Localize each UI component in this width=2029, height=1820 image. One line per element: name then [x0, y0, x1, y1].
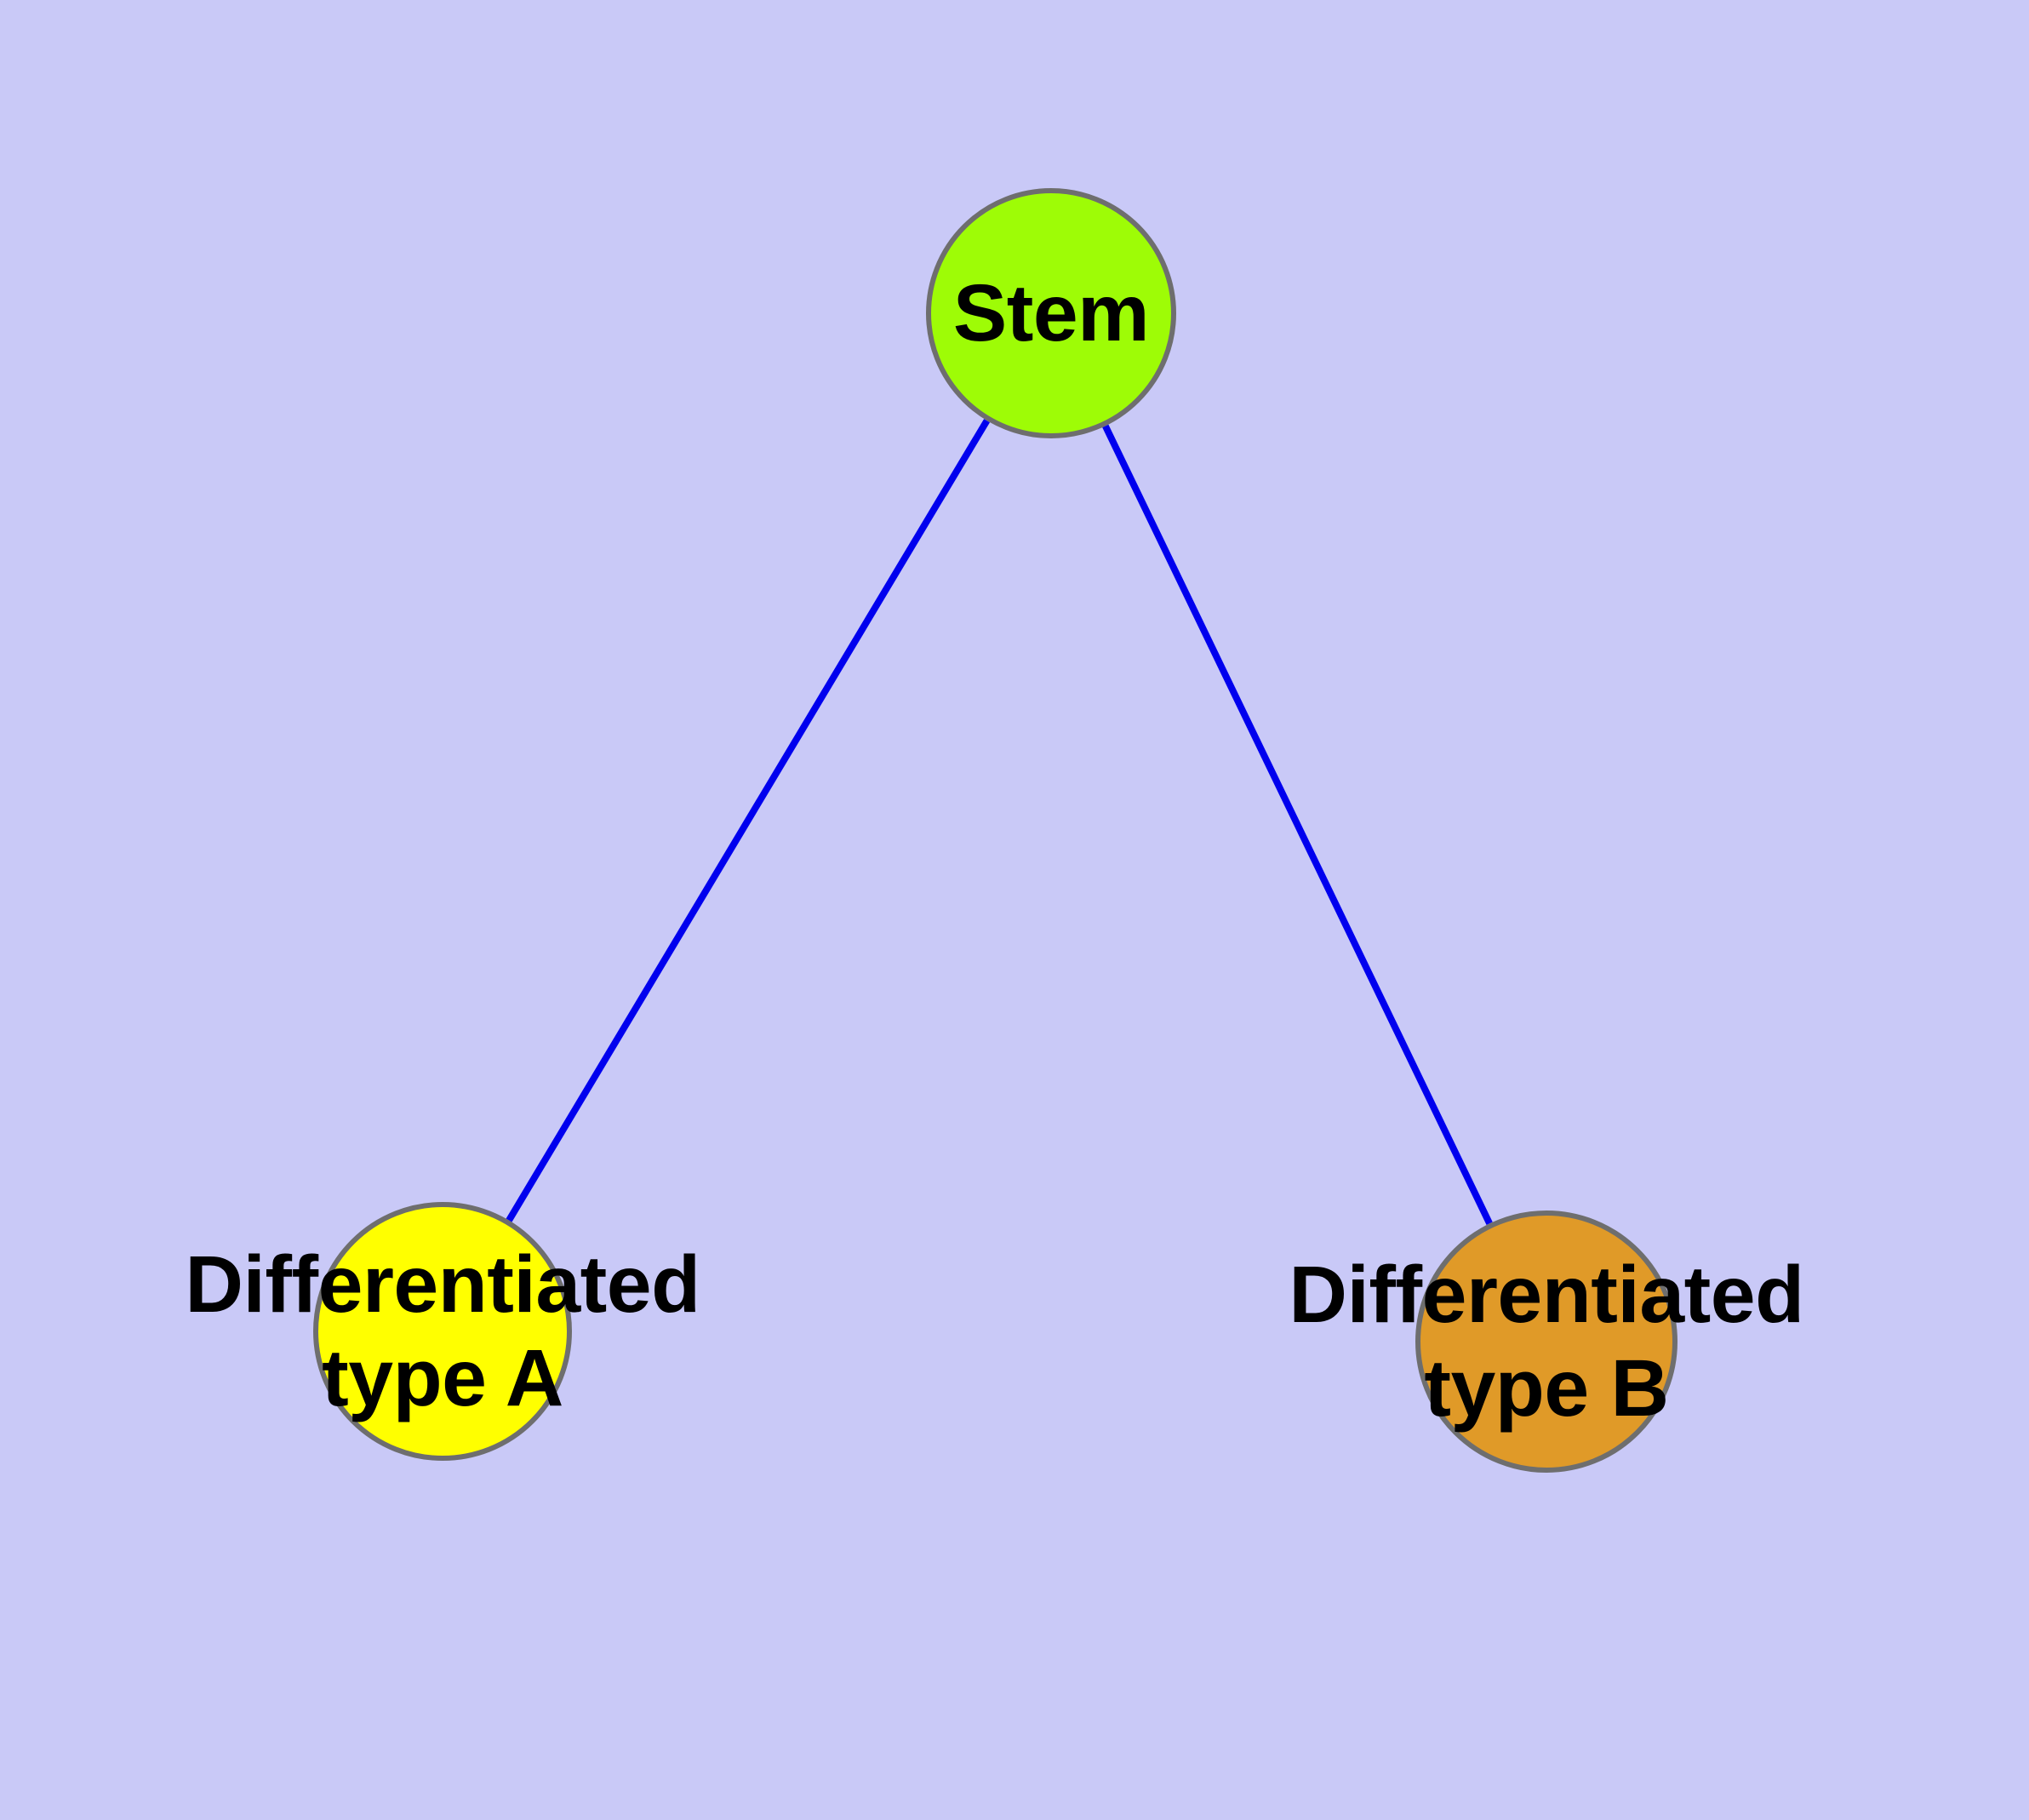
node-layer [313, 188, 1677, 1473]
edge-stem-to-differentiated-type-a[interactable] [506, 419, 991, 1222]
edge-layer [506, 419, 1493, 1225]
node-differentiated-type-a[interactable] [313, 1202, 572, 1461]
edge-stem-to-differentiated-type-b[interactable] [1102, 424, 1493, 1225]
node-differentiated-type-b[interactable] [1415, 1210, 1677, 1473]
node-stem[interactable] [926, 188, 1176, 438]
